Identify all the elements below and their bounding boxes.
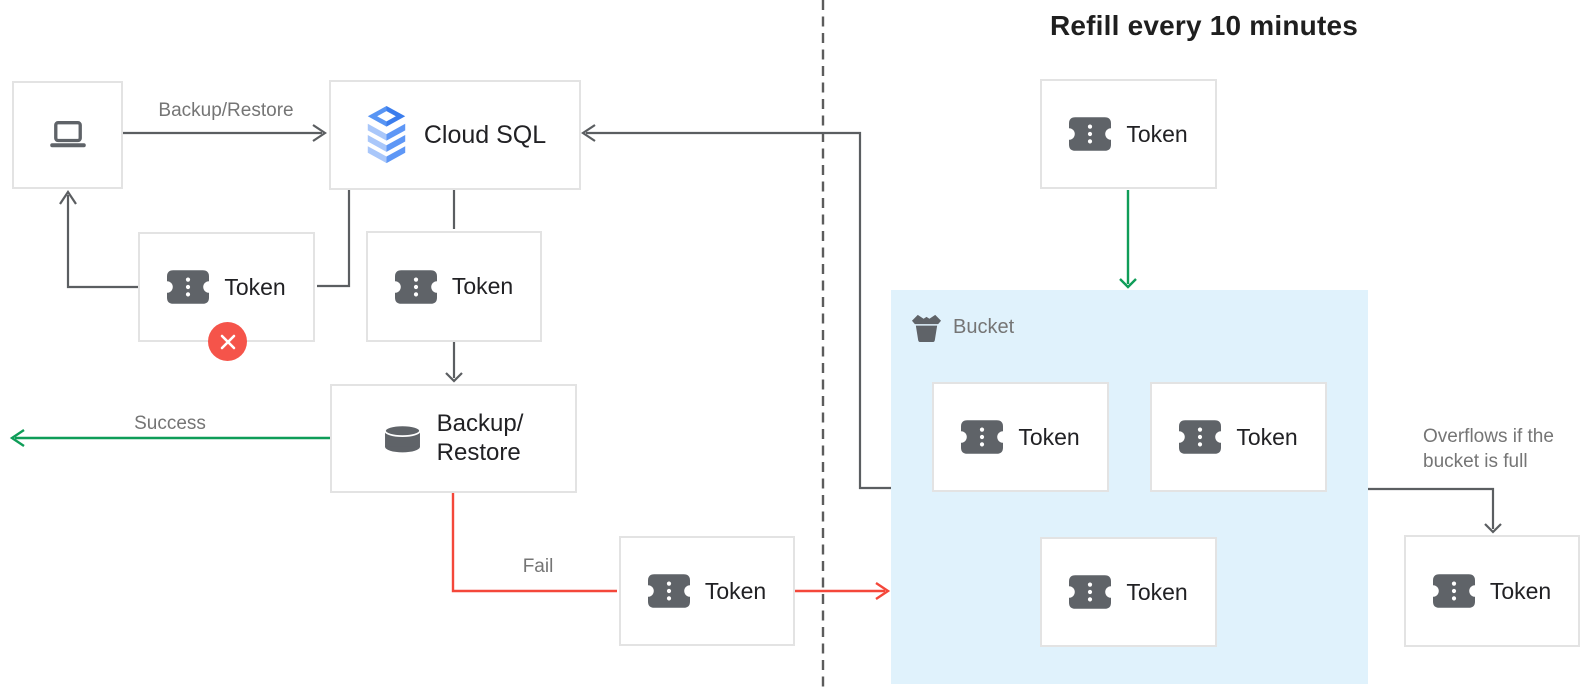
- backup-line2: Restore: [436, 438, 521, 466]
- fail-token-to-bucket-arrow: [795, 582, 891, 600]
- token-label: Token: [704, 577, 767, 604]
- token-ticket-icon: [1179, 420, 1221, 454]
- token-box-fail: Token: [619, 536, 795, 646]
- client-node: [12, 81, 123, 189]
- token-box-overflow: Token: [1404, 535, 1580, 647]
- bucket-to-cloudsql-arrow: [581, 124, 891, 490]
- bucket-label: Bucket: [953, 316, 1015, 338]
- backup-restore-label: Backup/ Restore: [437, 410, 524, 467]
- token-label: Token: [451, 273, 514, 299]
- backup-restore-arrow: [123, 124, 327, 142]
- error-badge: [208, 322, 247, 361]
- error-x-icon: [220, 334, 235, 349]
- cloud-sql-icon: [364, 106, 409, 164]
- token-ticket-icon: [167, 270, 209, 304]
- token-ticket-icon: [1069, 575, 1111, 609]
- token-label: Token: [1126, 120, 1188, 147]
- cloudsql-to-token-line: [317, 190, 351, 288]
- bucket-icon: [911, 312, 942, 343]
- token-box-queue: Token: [366, 231, 542, 342]
- token-label: Token: [224, 273, 286, 300]
- token-label: Token: [1018, 423, 1080, 450]
- token-label: Token: [1489, 577, 1552, 604]
- laptop-icon: [48, 121, 88, 150]
- backup-restore-edge-label: Backup/Restore: [158, 100, 294, 121]
- success-edge-label: Success: [134, 413, 206, 434]
- token-ticket-icon: [1433, 574, 1475, 608]
- cloud-sql-node: Cloud SQL: [329, 80, 581, 190]
- diagram-title: Refill every 10 minutes: [1049, 10, 1359, 41]
- bucket-header: Bucket: [911, 312, 1014, 343]
- token-ticket-icon: [648, 574, 690, 608]
- token-ticket-icon: [395, 270, 437, 304]
- backup-line1: Backup/: [436, 410, 524, 438]
- cloud-sql-label: Cloud SQL: [423, 120, 547, 149]
- token-box-bucket-1: Token: [932, 382, 1109, 492]
- token-box-bucket-2: Token: [1150, 382, 1327, 492]
- database-icon: [384, 425, 421, 453]
- token-label: Token: [1236, 423, 1298, 450]
- token-label: Token: [1126, 578, 1188, 605]
- token-to-laptop-arrow: [59, 190, 138, 289]
- token-ticket-icon: [1069, 117, 1111, 151]
- token-box-bucket-3: Token: [1040, 537, 1217, 647]
- overflow-edge-label: Overflows if the bucket is full: [1423, 426, 1554, 473]
- backup-restore-node: Backup/ Restore: [330, 384, 577, 493]
- token-ticket-icon: [961, 420, 1003, 454]
- refill-arrow: [1119, 190, 1137, 289]
- token-box-refill: Token: [1040, 79, 1217, 189]
- overflow-arrow: [1368, 487, 1502, 534]
- fail-edge-label: Fail: [522, 556, 554, 577]
- token-to-backup-arrow: [445, 342, 463, 383]
